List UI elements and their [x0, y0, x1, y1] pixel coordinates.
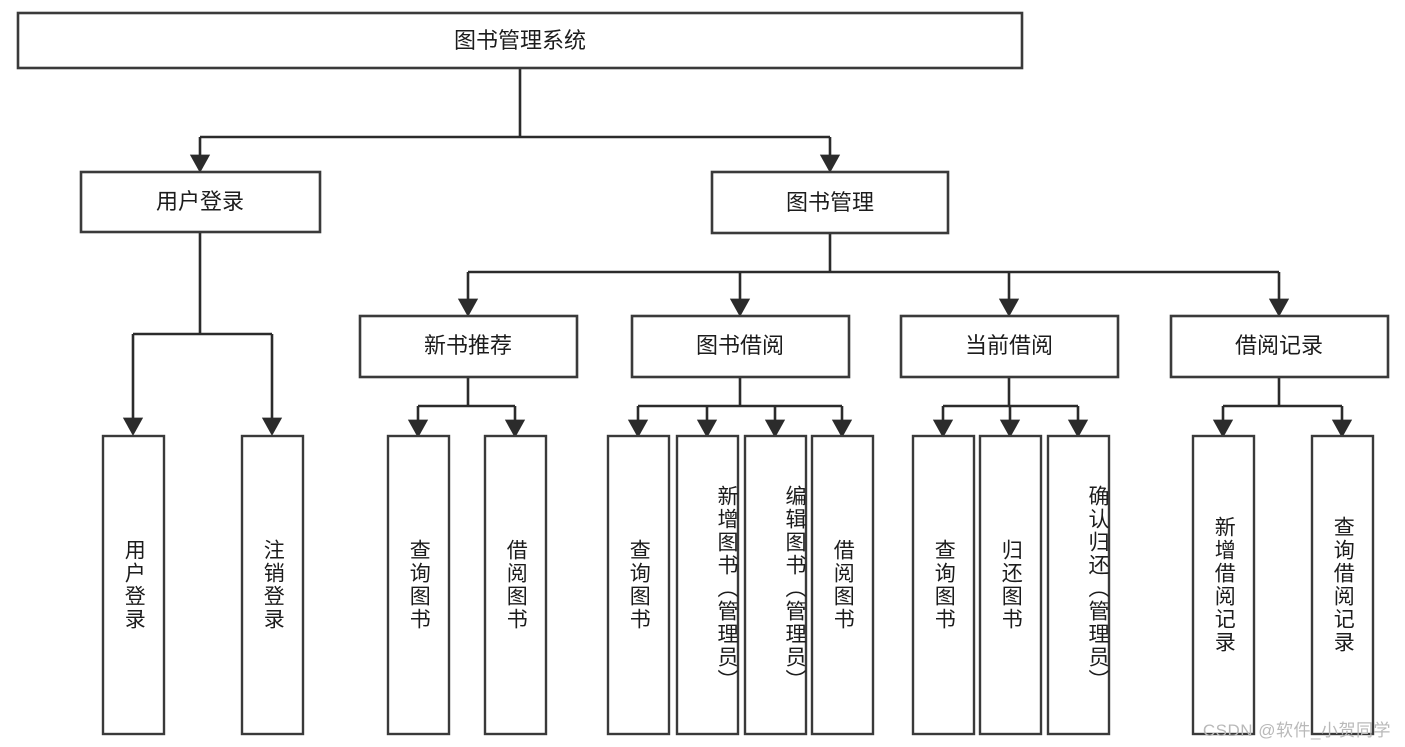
node-root-label: 图书管理系统 — [454, 28, 586, 53]
leaf-box-borrow-book-1[interactable] — [483, 434, 548, 736]
leaf-box-edit-book[interactable] — [743, 434, 808, 736]
node-new-book-recommend[interactable]: 新书推荐 — [358, 314, 579, 379]
node-current-borrow-label: 当前借阅 — [965, 333, 1053, 358]
node-user-login[interactable]: 用户登录 — [79, 170, 322, 234]
leaf-box-return-book[interactable] — [978, 434, 1043, 736]
connector-bookborrow-to-leaves — [627, 378, 853, 438]
connector-currentborrow-to-leaves — [932, 378, 1089, 438]
connector-userlogin-to-leaves — [122, 232, 283, 436]
node-root[interactable]: 图书管理系统 — [16, 11, 1024, 70]
leaf-box-add-record[interactable] — [1191, 434, 1256, 736]
leaf-box-borrow-book-2[interactable] — [810, 434, 875, 736]
leaf-box-query-book-3[interactable] — [911, 434, 976, 736]
leaf-box-user-login[interactable] — [101, 434, 166, 736]
node-borrow-record-label: 借阅记录 — [1235, 333, 1323, 358]
csdn-watermark: CSDN @软件_小贺同学 — [1202, 721, 1391, 740]
node-book-management[interactable]: 图书管理 — [710, 170, 950, 235]
connector-bookmgmt-to-level3 — [457, 233, 1290, 317]
leaf-box-logout-login[interactable] — [240, 434, 305, 736]
connector-newbook-to-leaves — [407, 378, 526, 438]
node-book-management-label: 图书管理 — [786, 190, 874, 215]
node-borrow-record[interactable]: 借阅记录 — [1169, 314, 1390, 379]
node-current-borrow[interactable]: 当前借阅 — [899, 314, 1120, 379]
node-book-borrow[interactable]: 图书借阅 — [630, 314, 851, 379]
leaf-box-query-record[interactable] — [1310, 434, 1375, 736]
node-new-book-recommend-label: 新书推荐 — [424, 333, 512, 358]
leaf-box-confirm-return[interactable] — [1046, 434, 1111, 736]
leaf-box-query-book-2[interactable] — [606, 434, 671, 736]
leaf-box-query-book-1[interactable] — [386, 434, 451, 736]
connector-borrowrecord-to-leaves — [1212, 378, 1353, 438]
leaf-box-add-book[interactable] — [675, 434, 740, 736]
connector-root-to-level2 — [189, 68, 841, 173]
node-user-login-label: 用户登录 — [156, 189, 244, 214]
node-book-borrow-label: 图书借阅 — [696, 333, 784, 358]
